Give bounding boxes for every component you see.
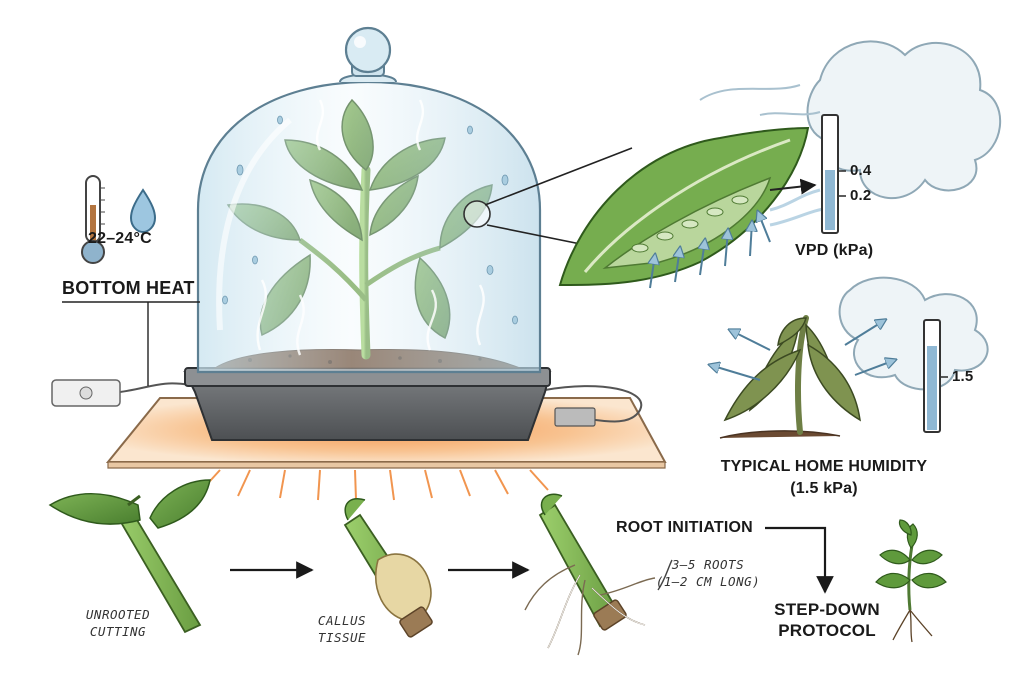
vpd-gauge xyxy=(821,114,846,234)
home-humidity-value: (1.5 kPa) xyxy=(790,480,858,497)
home-gauge-value: 1.5 xyxy=(952,368,974,385)
step-down-label-line2: PROTOCOL xyxy=(778,621,876,640)
wilted-plant xyxy=(710,315,895,439)
step-down-label-line1: STEP-DOWN xyxy=(774,600,880,619)
vapor-cloud-icon xyxy=(699,40,1002,199)
root-initiation-label: ROOT INITIATION xyxy=(616,519,753,536)
glass-humidity-dome xyxy=(196,26,542,374)
home-humidity-cloud xyxy=(838,276,989,391)
rooting-cutting xyxy=(524,493,656,656)
home-humidity-label: TYPICAL HOME HUMIDITY xyxy=(720,458,928,475)
roots-count-label: 3–5 ROOTS xyxy=(671,557,745,572)
unrooted-label-line1: UNROOTED xyxy=(85,607,151,622)
bottom-heat-label: BOTTOM HEAT xyxy=(62,278,195,298)
callus-label-line1: CALLUS xyxy=(317,613,367,628)
home-humidity-gauge xyxy=(923,319,948,433)
roots-pointer xyxy=(657,559,673,591)
step-down-arrow xyxy=(765,526,834,594)
heat-mat-controller xyxy=(544,385,643,427)
unrooted-cutting xyxy=(48,479,211,634)
seedling-icon xyxy=(875,519,947,643)
vpd-axis-label: VPD (kPa) xyxy=(795,242,874,259)
unrooted-label-line2: CUTTING xyxy=(89,624,147,639)
vpd-tick-upper: 0.4 xyxy=(850,162,872,179)
leaf-cross-section xyxy=(558,126,831,289)
roots-length-label: (1–2 CM LONG) xyxy=(655,574,761,589)
thermometer-icon xyxy=(81,175,105,264)
temperature-label: 22–24°C xyxy=(88,230,152,247)
power-plug-icon xyxy=(51,379,191,407)
water-drop-icon xyxy=(129,188,157,234)
vpd-tick-lower: 0.2 xyxy=(850,187,872,204)
callus-cutting xyxy=(343,498,433,638)
callus-label-line2: TISSUE xyxy=(317,630,367,645)
vpd-arrow xyxy=(769,178,817,195)
